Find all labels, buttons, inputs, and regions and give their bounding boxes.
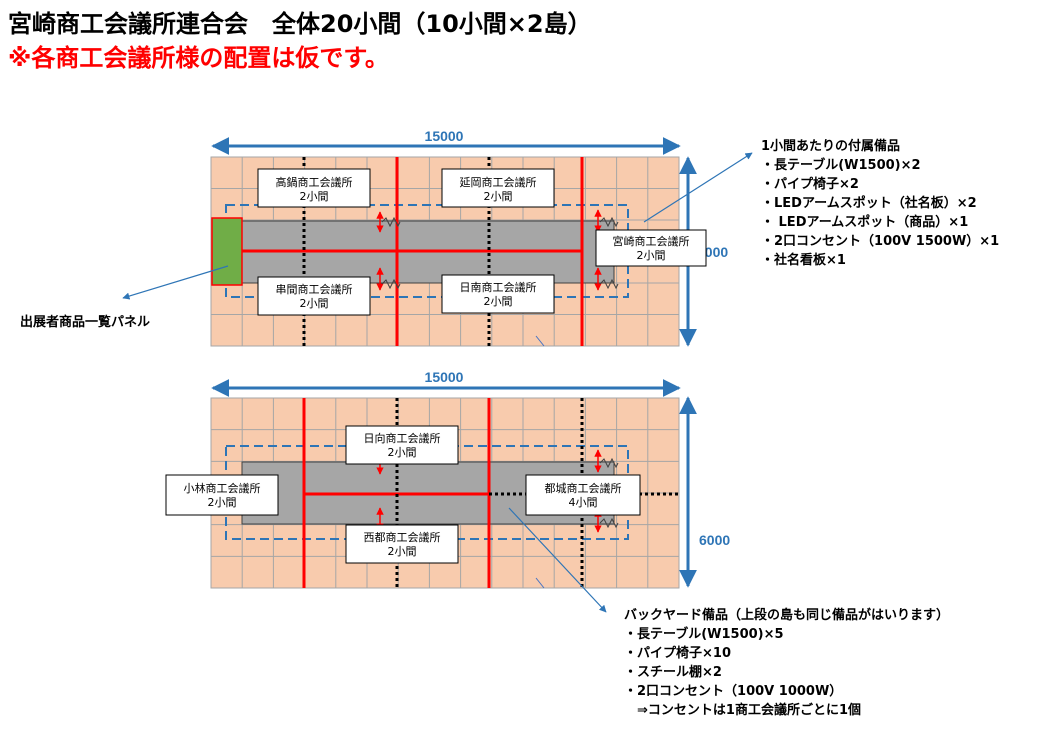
booth-size: 2小間 [484, 295, 513, 308]
booth-name: 西都商工会議所 [364, 530, 441, 544]
page-title: 宮崎商工会議所連合会 全体20小間（10小間×2島） [8, 10, 592, 38]
top-cord-2 [381, 278, 401, 290]
per-booth-heading: 1小間あたりの付属備品 [761, 139, 901, 154]
top-booth-label-nichinan: 日南商工会議所 2小間 [441, 274, 555, 314]
booth-name: 延岡商工会議所 [460, 175, 537, 189]
page-subtitle-warning: ※各商工会議所様の配置は仮です。 [8, 44, 389, 72]
top-booth-label-takanabe: 高鍋商工会議所 2小間 [257, 168, 371, 208]
booth-name: 宮崎商工会議所 [613, 234, 690, 248]
bottom-booth-label-miyakonojo: 都城商工会議所 4小間 [525, 474, 641, 516]
booth-size: 2小間 [208, 496, 237, 509]
per-booth-item: ・パイプ椅子×2 [761, 177, 859, 192]
per-booth-item: ・ LEDアームスポット（商品）×1 [761, 215, 969, 230]
backyard-heading: バックヤード備品（上段の島も同じ備品がはいります） [624, 608, 950, 623]
bottom-cord-1 [599, 457, 619, 469]
top-tick-mark [535, 335, 545, 347]
booth-size: 2小間 [484, 190, 513, 203]
backyard-item: ・長テーブル(W1500)×5 [624, 627, 784, 642]
bottom-width-label: 15000 [425, 369, 464, 385]
top-booth-label-miyazaki: 宮崎商工会議所 2小間 [595, 229, 707, 267]
per-booth-item: ・LEDアームスポット（社名板）×2 [761, 196, 977, 211]
bottom-booth-label-saito: 西都商工会議所 2小間 [345, 524, 459, 564]
top-exhibitor-panel [211, 217, 243, 286]
top-width-label: 15000 [425, 128, 464, 144]
booth-size: 2小間 [388, 545, 417, 558]
top-cord-3 [599, 216, 619, 228]
per-booth-equipment-note: 1小間あたりの付属備品 ・長テーブル(W1500)×2 ・パイプ椅子×2 ・LE… [761, 137, 999, 270]
per-booth-item: ・2口コンセント（100V 1500W）×1 [761, 234, 1000, 249]
booth-size: 2小間 [300, 297, 329, 310]
bottom-booth-label-kobayashi: 小林商工会議所 2小間 [165, 474, 279, 516]
bottom-booth-label-hyuga: 日向商工会議所 2小間 [345, 425, 459, 465]
backyard-item: ・スチール棚×2 [624, 665, 722, 680]
booth-name: 都城商工会議所 [545, 481, 622, 495]
top-cord-1 [381, 216, 401, 228]
backyard-leader-arrow [508, 507, 607, 613]
backyard-equipment-note: バックヤード備品（上段の島も同じ備品がはいります） ・長テーブル(W1500)×… [624, 606, 949, 720]
booth-size: 4小間 [569, 496, 598, 509]
per-booth-item: ・社名看板×1 [761, 253, 846, 268]
per-booth-item: ・長テーブル(W1500)×2 [761, 158, 921, 173]
top-cord-4 [599, 278, 619, 290]
backyard-item: ⇒コンセントは1商工会議所ごとに1個 [624, 703, 861, 718]
per-booth-leader-arrow [643, 152, 753, 223]
backyard-item: ・パイプ椅子×10 [624, 646, 731, 661]
bottom-island: 15000 6000 日向商工会議所 2小間 小林商工会議所 2小間 都城商工会… [165, 369, 730, 589]
booth-name: 小林商工会議所 [184, 481, 261, 495]
top-island: 15000 6000 高鍋商工会議所 2小間 延岡商工会議所 2小間 宮崎商工会… [210, 128, 728, 347]
panel-leader-arrow [122, 265, 229, 300]
bottom-tick-mark [535, 577, 545, 589]
bottom-cord-2 [599, 517, 619, 529]
booth-name: 高鍋商工会議所 [276, 175, 353, 189]
booth-size: 2小間 [388, 446, 417, 459]
booth-size: 2小間 [300, 190, 329, 203]
bottom-height-label: 6000 [699, 532, 730, 548]
top-booth-label-nobeoka: 延岡商工会議所 2小間 [441, 168, 555, 208]
booth-size: 2小間 [637, 249, 666, 262]
booth-name: 串間商工会議所 [276, 282, 353, 296]
panel-label: 出展者商品一覧パネル [20, 315, 151, 330]
top-booth-label-kushima: 串間商工会議所 2小間 [257, 276, 371, 316]
backyard-item: ・2口コンセント（100V 1000W） [624, 684, 843, 699]
booth-name: 日南商工会議所 [460, 280, 537, 294]
booth-name: 日向商工会議所 [364, 431, 441, 445]
